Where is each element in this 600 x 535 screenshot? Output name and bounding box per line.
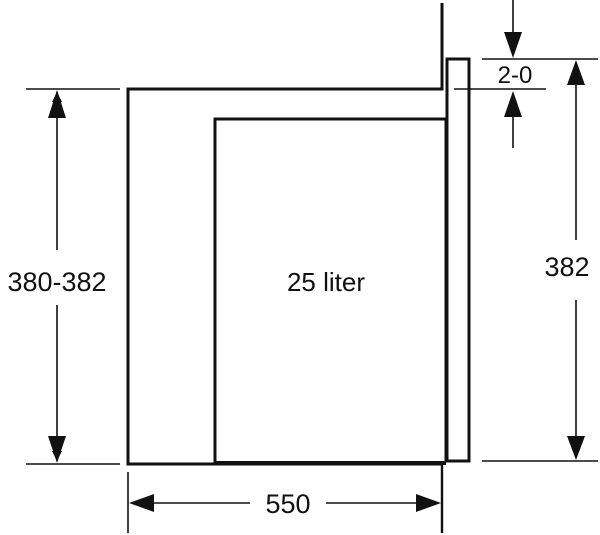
left-height-arrow-down: [48, 436, 66, 463]
right-height-dimension: [482, 58, 598, 462]
gap-dimension: [454, 0, 546, 148]
gap-arrow-down: [504, 32, 522, 58]
right-height-arrow-up: [567, 60, 585, 85]
depth-arrow-right: [416, 494, 441, 512]
left-height-dimension: [26, 88, 120, 465]
left-height-arrow-up: [48, 90, 66, 118]
gap-label: 2-0: [498, 62, 533, 89]
depth-label: 550: [265, 489, 310, 519]
gap-arrow-up: [504, 91, 522, 117]
volume-label: 25 liter: [287, 267, 365, 297]
cabinet-outline: [126, 3, 444, 466]
right-height-arrow-down: [567, 436, 585, 460]
right-height-label: 382: [544, 252, 589, 282]
depth-arrow-left: [129, 494, 154, 512]
front-panel: [445, 57, 471, 463]
left-height-label: 380-382: [7, 267, 106, 297]
depth-dimension: [127, 464, 444, 533]
